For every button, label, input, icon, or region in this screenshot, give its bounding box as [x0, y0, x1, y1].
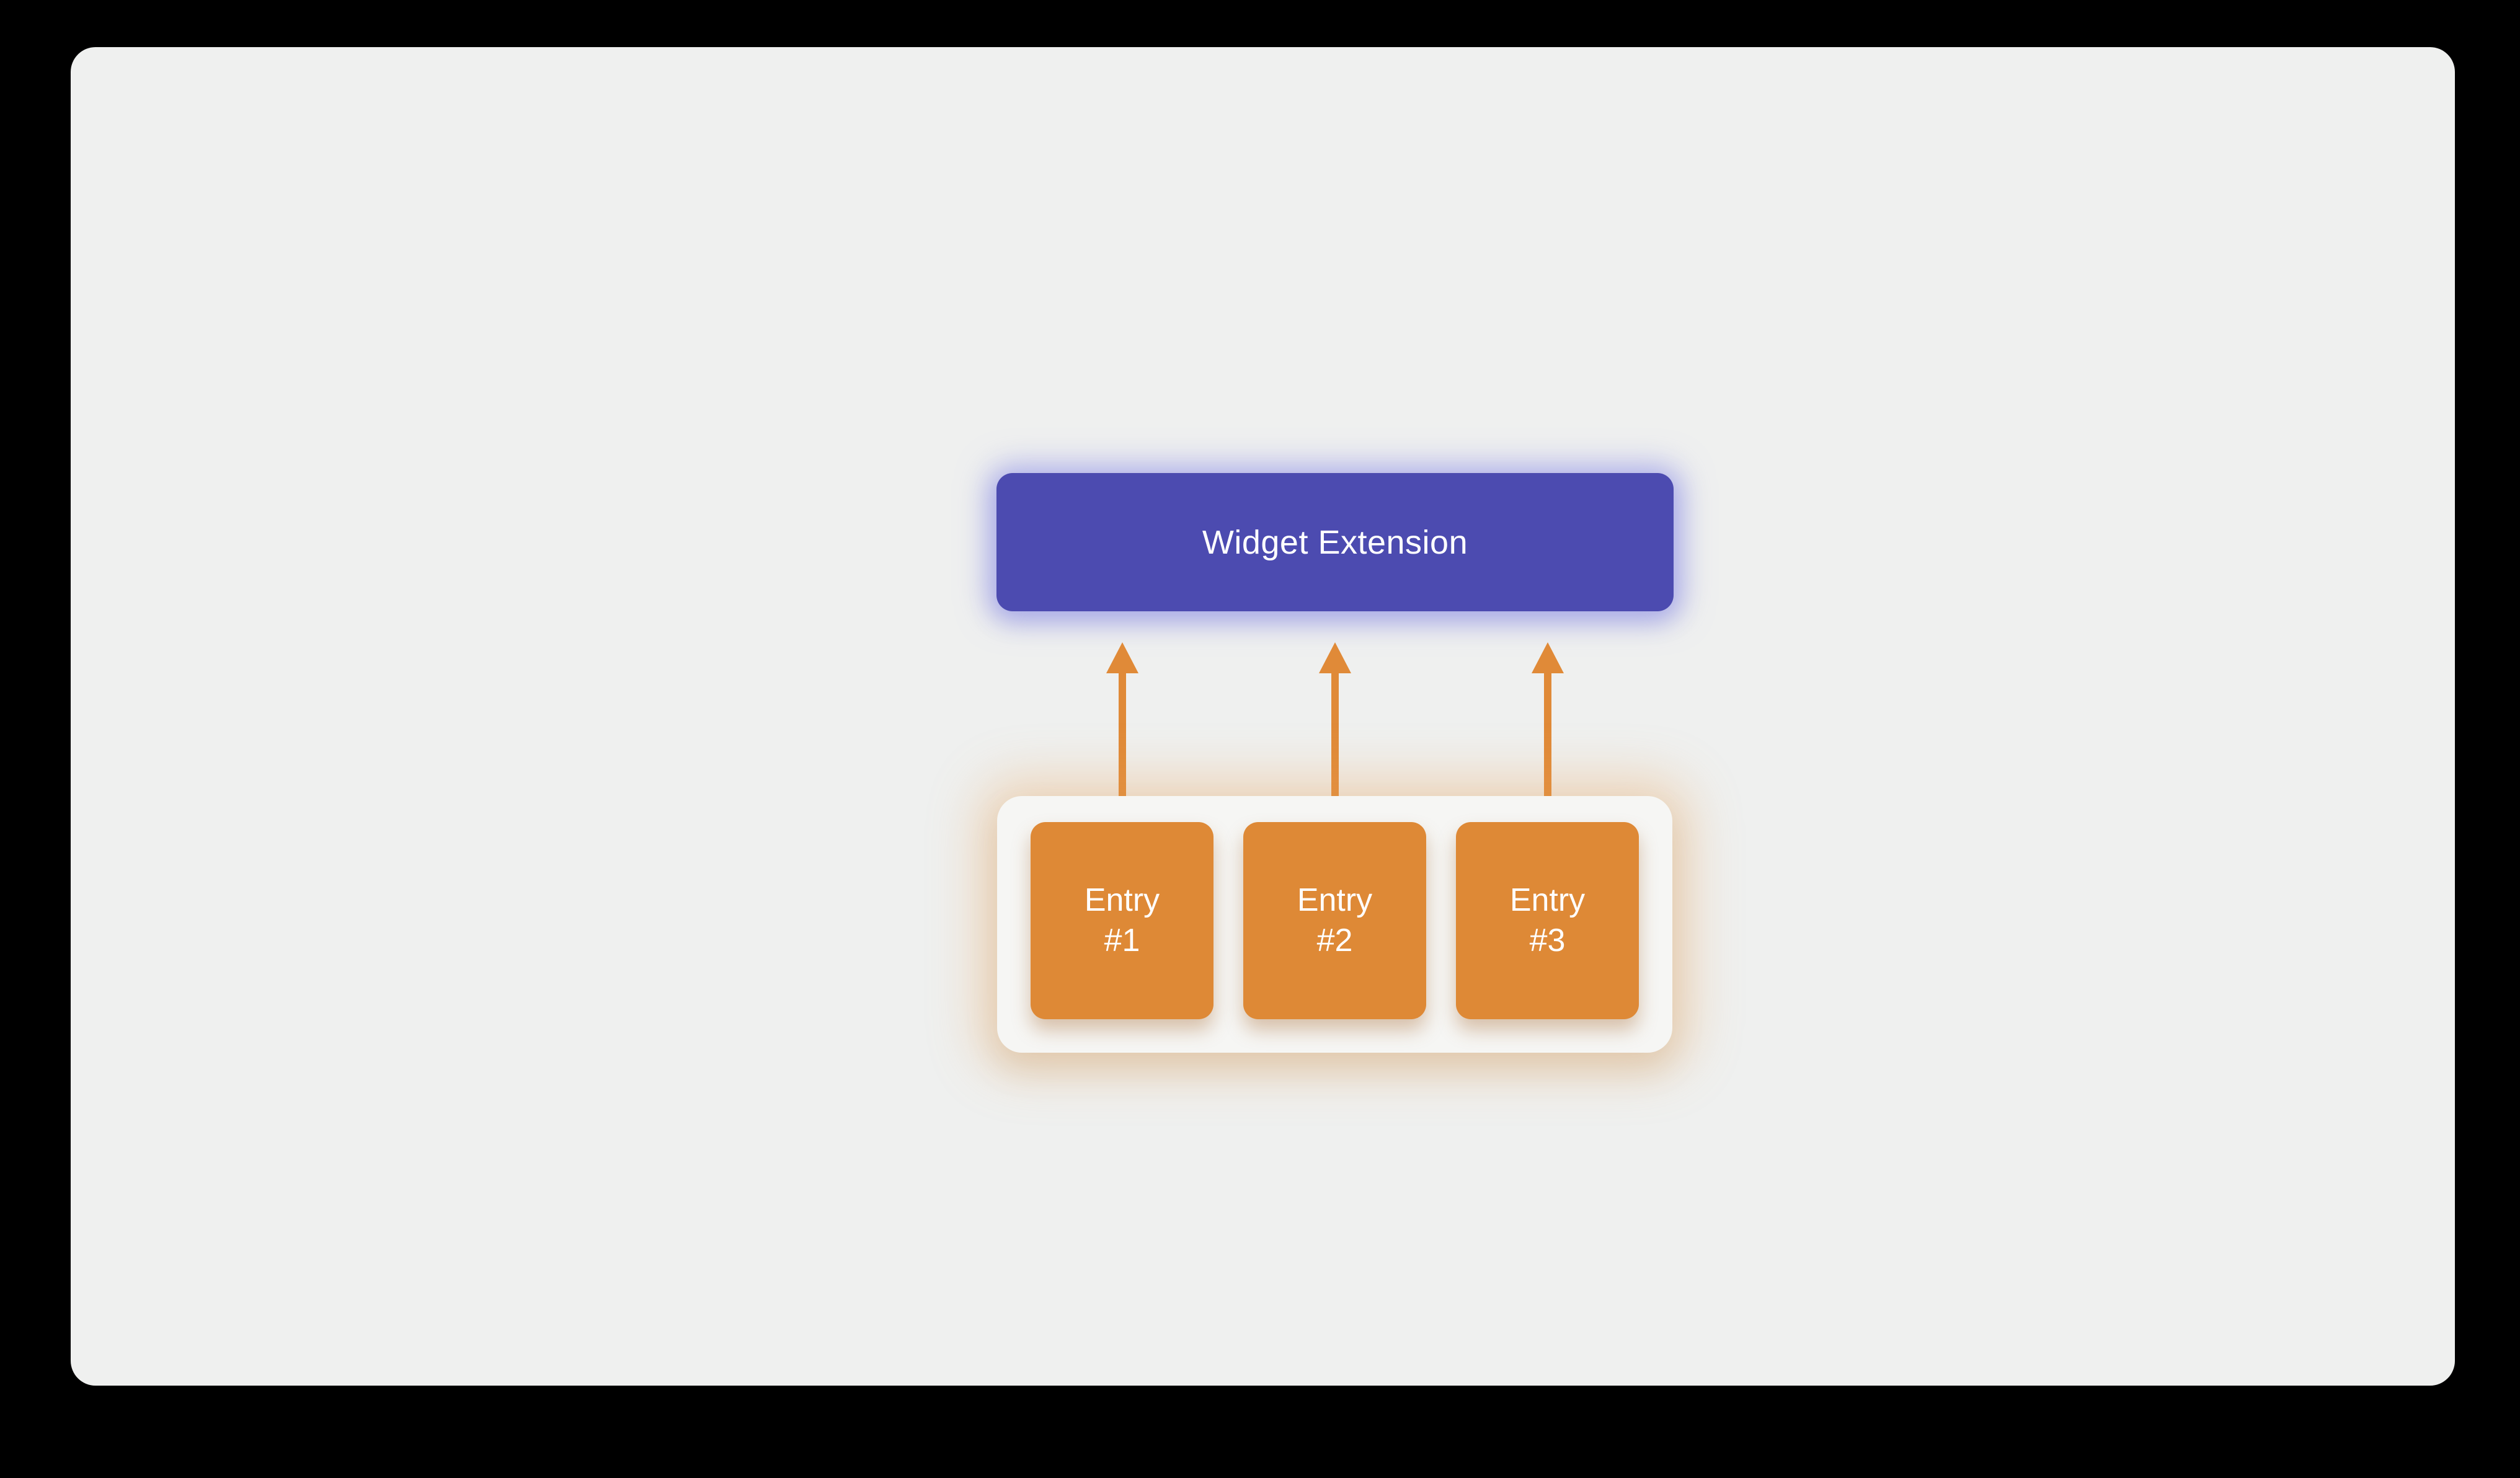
- widget-extension-label: Widget Extension: [1202, 523, 1468, 561]
- entry-number: #1: [1104, 923, 1140, 958]
- arrow-up-entry2: [1319, 642, 1351, 822]
- slide-panel: Widget Extension Entry #1 Entry #2 Entry…: [71, 47, 2455, 1386]
- widget-extension-box: Widget Extension: [996, 473, 1674, 611]
- arrow-shaft: [1331, 673, 1339, 822]
- arrow-head-icon: [1532, 642, 1564, 673]
- entry-box-1: Entry #1: [1031, 822, 1213, 1019]
- entry-label: Entry: [1509, 882, 1586, 918]
- entry-number: #3: [1529, 923, 1566, 958]
- arrow-shaft: [1119, 673, 1126, 822]
- entry-label: Entry: [1297, 882, 1373, 918]
- arrow-shaft: [1544, 673, 1551, 822]
- entries-container: Entry #1 Entry #2 Entry #3: [997, 796, 1672, 1053]
- arrow-head-icon: [1106, 642, 1138, 673]
- entry-number: #2: [1316, 923, 1353, 958]
- entry-box-3: Entry #3: [1456, 822, 1639, 1019]
- arrow-up-entry3: [1532, 642, 1564, 822]
- entry-box-2: Entry #2: [1243, 822, 1426, 1019]
- entry-label: Entry: [1084, 882, 1160, 918]
- arrow-head-icon: [1319, 642, 1351, 673]
- arrow-up-entry1: [1106, 642, 1138, 822]
